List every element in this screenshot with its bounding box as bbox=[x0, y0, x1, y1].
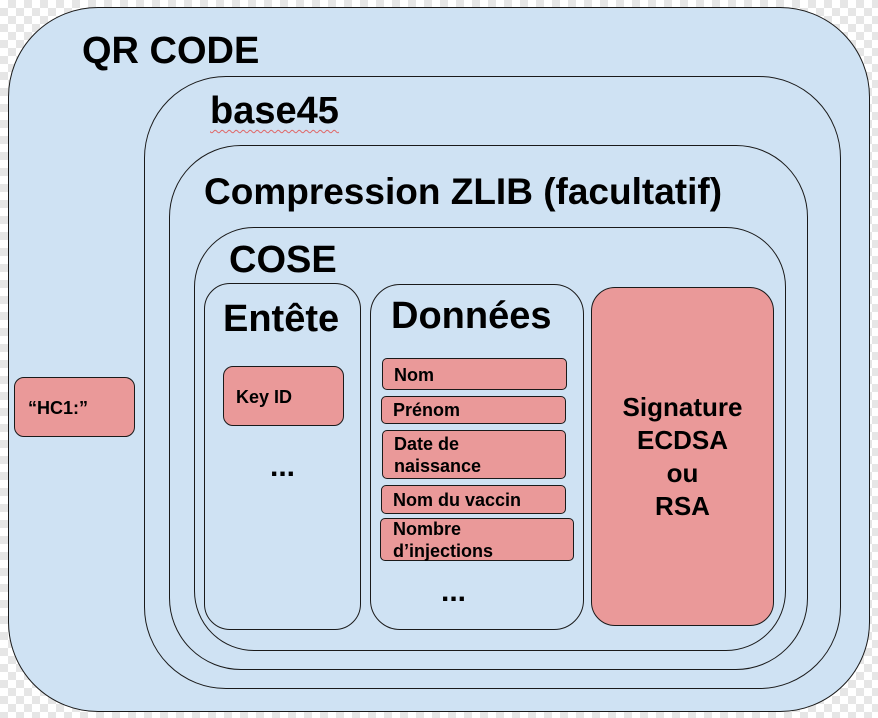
compression-zlib-title: Compression ZLIB (facultatif) bbox=[204, 171, 723, 212]
nombre-injections-field-label-line2: d’injections bbox=[393, 541, 494, 561]
donnees-title: Données bbox=[391, 295, 552, 337]
nombre-injections-field-label-line1: Nombre bbox=[393, 519, 462, 539]
donnees-ellipsis: ... bbox=[441, 575, 467, 608]
qr-code-title: QR CODE bbox=[82, 30, 260, 72]
nom-vaccin-field-box bbox=[381, 485, 566, 514]
signature-line-3: ou bbox=[666, 458, 699, 488]
signature-box bbox=[591, 287, 774, 626]
nom-field-label: Nom bbox=[394, 365, 434, 385]
cose-title: COSE bbox=[229, 239, 337, 281]
signature-line-2: ECDSA bbox=[636, 425, 728, 455]
entete-ellipsis: ... bbox=[270, 450, 296, 483]
nom-vaccin-field-label: Nom du vaccin bbox=[393, 490, 522, 510]
signature-line-1: Signature bbox=[622, 392, 743, 422]
date-naissance-field-label-line2: naissance bbox=[394, 456, 482, 476]
signature-label: Signature ECDSA ou RSA bbox=[591, 391, 774, 523]
entete-title: Entête bbox=[223, 298, 340, 340]
hc1-prefix-box bbox=[14, 377, 135, 437]
entete-container bbox=[204, 283, 361, 630]
date-naissance-field-box bbox=[382, 430, 566, 479]
nombre-injections-field-box bbox=[380, 518, 574, 561]
date-naissance-field-label-line1: Date de bbox=[394, 434, 460, 454]
key-id-box bbox=[223, 366, 344, 426]
signature-line-4: RSA bbox=[655, 491, 710, 521]
hc1-prefix-label: “HC1:” bbox=[28, 398, 89, 418]
prenom-field-label: Prénom bbox=[393, 400, 461, 420]
nom-field-box bbox=[382, 358, 567, 390]
prenom-field-box bbox=[381, 396, 566, 424]
base45-title: base45 bbox=[210, 90, 339, 132]
key-id-label: Key ID bbox=[236, 387, 293, 407]
